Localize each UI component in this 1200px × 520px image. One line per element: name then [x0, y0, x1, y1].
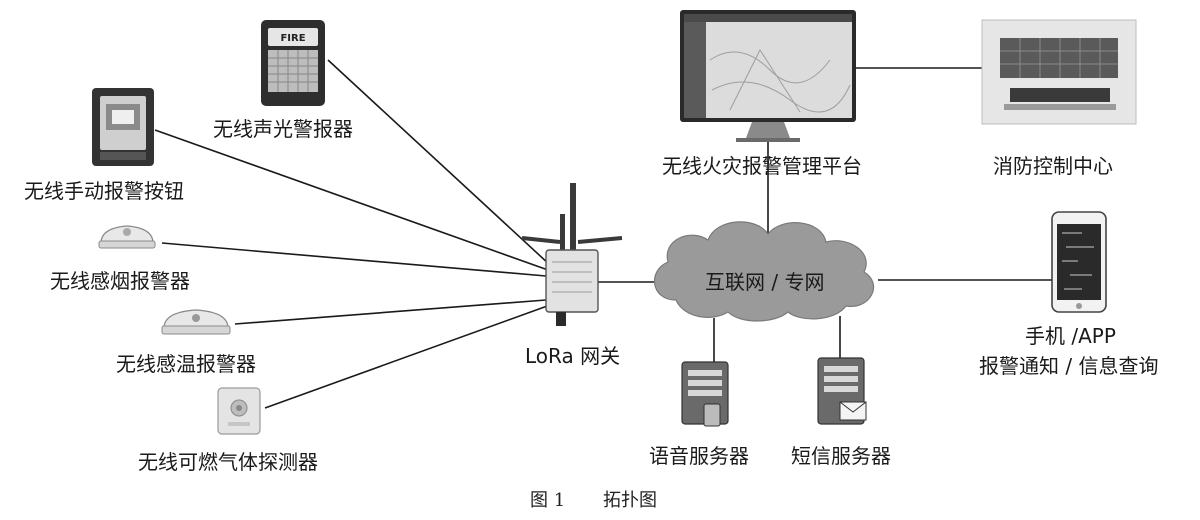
monitor-icon: [680, 10, 856, 142]
figure-title: 拓扑图: [603, 490, 657, 511]
link-sound-light-to-gateway: [327, 59, 551, 266]
smoke-alarm-icon: [98, 225, 156, 249]
sms-server-icon: [817, 357, 867, 425]
manual-alarm-button-icon: [92, 88, 154, 166]
label-smoke-alarm: 无线感烟报警器: [50, 269, 190, 293]
gas-detector-icon: [217, 387, 261, 435]
link-heat-to-gateway: [234, 299, 547, 325]
figure-number: 图 1: [530, 490, 566, 511]
label-gas-detector: 无线可燃气体探测器: [138, 450, 318, 474]
heat-alarm-icon: [161, 309, 231, 335]
sound-light-alarm-icon: FIRE: [261, 20, 325, 106]
label-heat-alarm: 无线感温报警器: [116, 352, 256, 376]
label-mobile-app: 手机 /APP: [1025, 324, 1116, 348]
internet-cloud-icon: [653, 221, 875, 322]
label-management-platform: 无线火灾报警管理平台: [662, 154, 862, 178]
link-gas-to-gateway: [264, 304, 551, 409]
voice-server-icon: [681, 361, 729, 427]
label-internet-cloud: 互联网 / 专网: [705, 270, 825, 294]
link-manual-button-to-gateway: [154, 129, 549, 271]
label-voice-server: 语音服务器: [649, 444, 749, 468]
lora-gateway-icon: [521, 183, 623, 326]
label-control-center: 消防控制中心: [993, 154, 1113, 178]
label-sound-light-alarm: 无线声光警报器: [213, 117, 353, 141]
label-lora-gateway: LoRa 网关: [525, 344, 621, 368]
fire-sign-text: FIRE: [280, 33, 305, 44]
label-mobile-function: 报警通知 / 信息查询: [979, 354, 1159, 378]
label-sms-server: 短信服务器: [791, 444, 891, 468]
control-center-photo-icon: [981, 19, 1137, 125]
connections: [154, 59, 1052, 409]
smartphone-icon: [1051, 211, 1107, 313]
label-manual-alarm-button: 无线手动报警按钮: [24, 179, 184, 203]
link-smoke-to-gateway: [161, 242, 547, 277]
